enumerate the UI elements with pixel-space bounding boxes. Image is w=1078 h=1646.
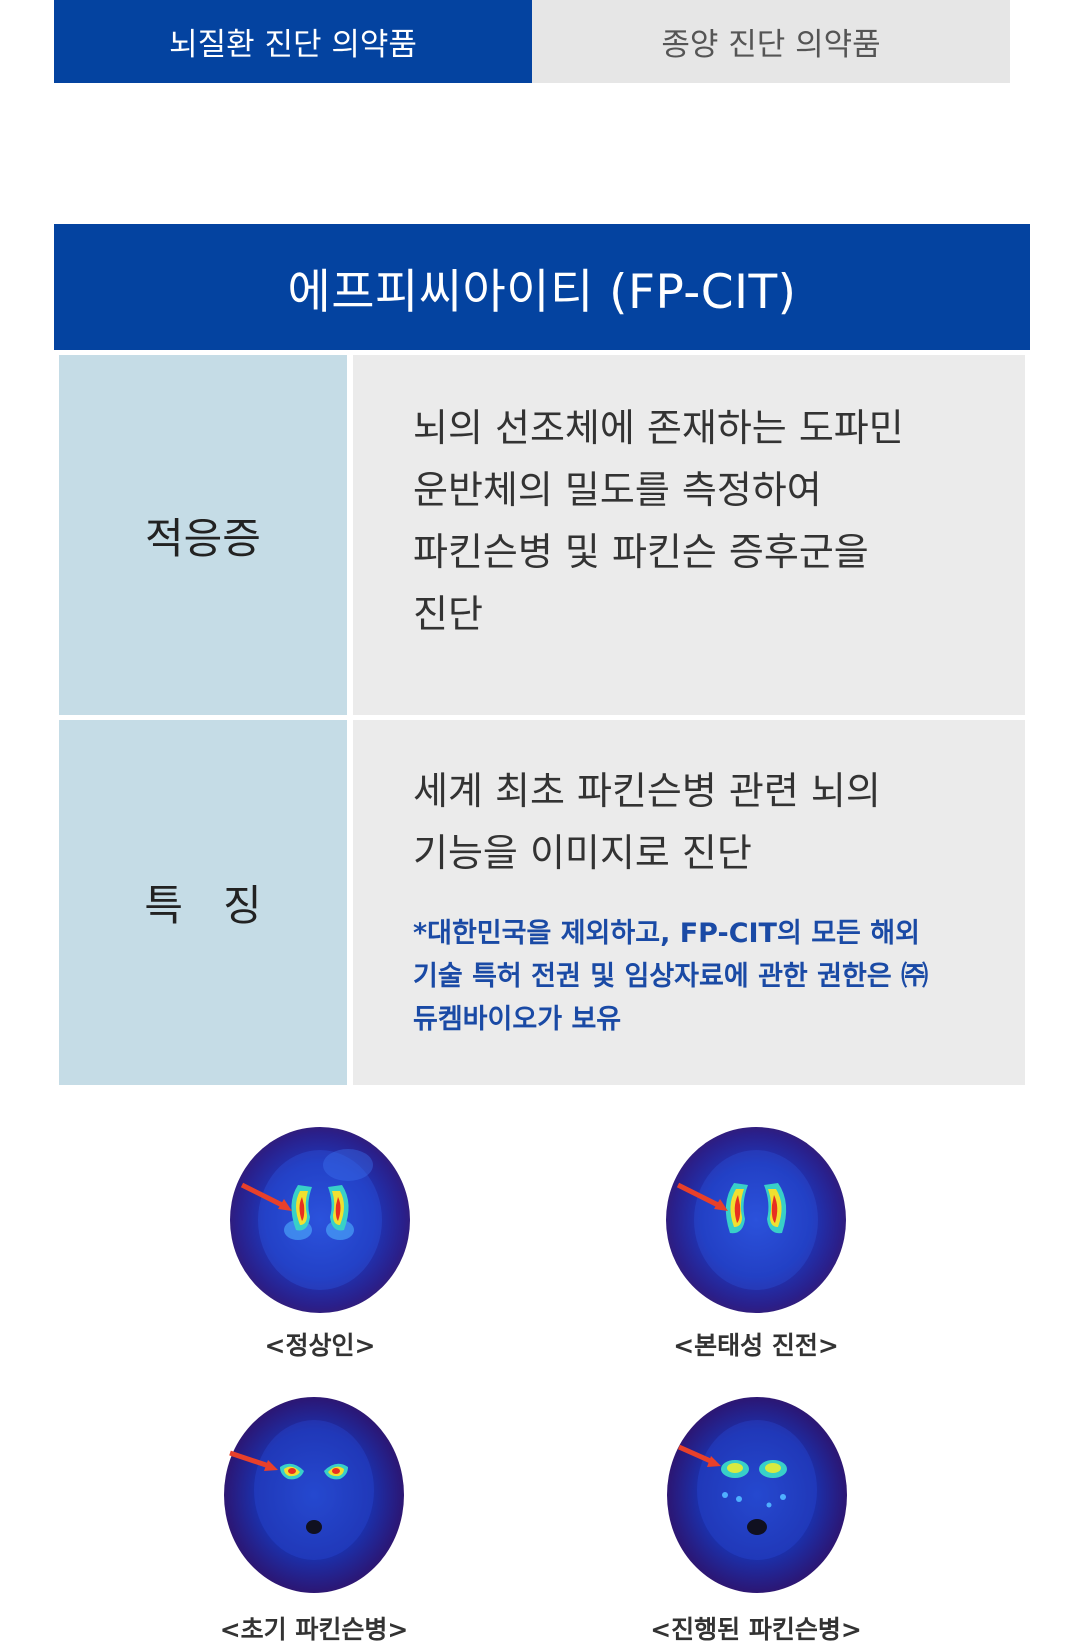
features-content: 세계 최초 파킨슨병 관련 뇌의 기능을 이미지로 진단 *대한민국을 제외하고… (353, 720, 1025, 1085)
brain-scan-normal-icon (228, 1125, 413, 1315)
scan-caption-advanced-parkinsons: <진행된 파킨슨병> (650, 1615, 862, 1644)
tab-brain-disease[interactable]: 뇌질환 진단 의약품 (54, 0, 532, 83)
features-text: 세계 최초 파킨슨병 관련 뇌의 기능을 이미지로 진단 (413, 769, 881, 875)
scan-caption-early-parkinsons: <초기 파킨슨병> (219, 1615, 409, 1644)
indication-text: 뇌의 선조체에 존재하는 도파민 운반체의 밀도를 측정하여 파킨슨병 및 파킨… (413, 406, 904, 636)
features-label: 특 징 (59, 720, 347, 1085)
brain-scan-essential-tremor-icon (664, 1125, 849, 1315)
scan-caption-normal: <정상인> (264, 1331, 376, 1360)
brain-scan-advanced-parkinsons-icon (665, 1395, 850, 1595)
indication-label: 적응증 (59, 355, 347, 715)
brain-scan-early-parkinsons-icon (222, 1395, 407, 1595)
tab-tumor[interactable]: 종양 진단 의약품 (532, 0, 1010, 83)
product-title: 에프피씨아이티 (FP-CIT) (54, 224, 1030, 350)
indication-row: 적응증 뇌의 선조체에 존재하는 도파민 운반체의 밀도를 측정하여 파킨슨병 … (59, 355, 1025, 715)
indication-content: 뇌의 선조체에 존재하는 도파민 운반체의 밀도를 측정하여 파킨슨병 및 파킨… (353, 355, 1025, 715)
scan-caption-essential-tremor: <본태성 진전> (673, 1331, 839, 1360)
diagnostic-category-tabs: 뇌질환 진단 의약품 종양 진단 의약품 (54, 0, 1010, 83)
patent-note: *대한민국을 제외하고, FP-CIT의 모든 해외 기술 특허 전권 및 임상… (413, 918, 929, 1035)
features-row: 특 징 세계 최초 파킨슨병 관련 뇌의 기능을 이미지로 진단 *대한민국을 … (59, 720, 1025, 1085)
